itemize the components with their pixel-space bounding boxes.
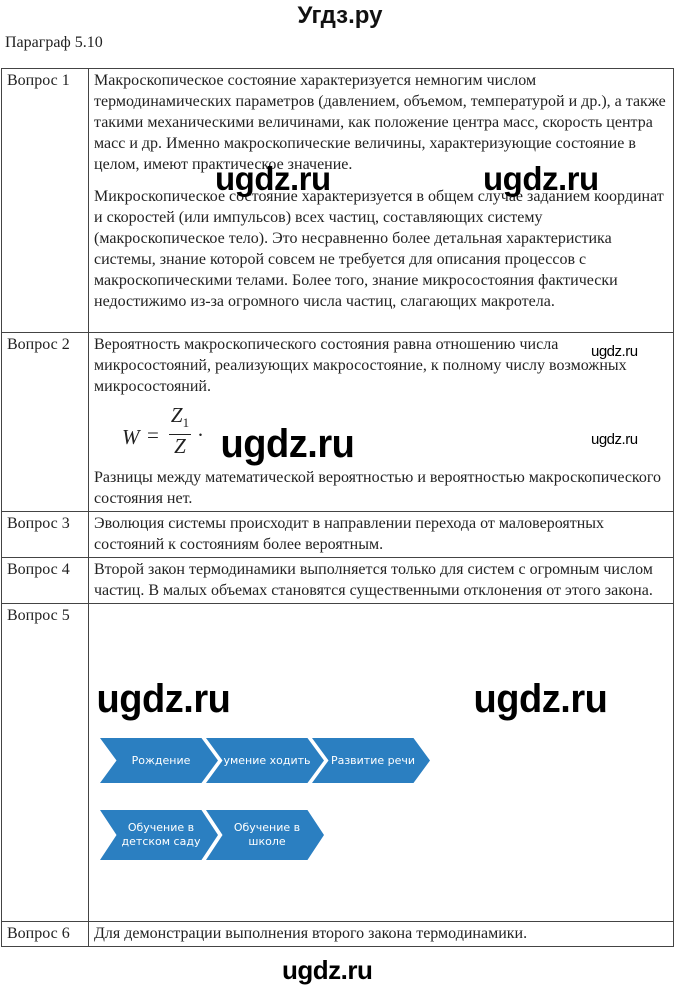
table-row: Вопрос 5 Рождение умение ходить Развитие… (1, 603, 674, 922)
formula-equals: = (147, 423, 159, 447)
watermark: ugdz.ru (473, 677, 608, 721)
diagram-step: умение ходить (206, 738, 324, 783)
question-label: Вопрос 6 (1, 921, 89, 947)
watermark: ugdz.ru (96, 677, 231, 721)
formula-dot: · (197, 423, 204, 447)
numerator-symbol: Z (170, 403, 183, 427)
step-label: Обучение в школе (233, 821, 301, 848)
answer-cell: Второй закон термодинамики выполняется т… (88, 557, 674, 604)
table-row: Вопрос 4 Второй закон термодинамики выпо… (1, 557, 674, 604)
diagram-step: Обучение в школе (206, 810, 324, 860)
table-row: Вопрос 3 Эволюция системы происходит в н… (1, 511, 674, 558)
step-label: Обучение в детском саду (121, 821, 201, 848)
formula-lhs: W (122, 425, 140, 449)
answer-cell: Рождение умение ходить Развитие речи Обу… (88, 603, 674, 922)
answer-paragraph: Эволюция системы происходит в направлени… (94, 515, 605, 553)
watermark: ugdz.ru (215, 160, 331, 197)
step-label: умение ходить (223, 753, 311, 767)
step-label: Рождение (131, 753, 191, 767)
step-label: Развитие речи (330, 753, 416, 767)
answer-cell: Эволюция системы происходит в направлени… (88, 511, 674, 558)
question-label: Вопрос 5 (1, 603, 89, 922)
answer-paragraph: Для демонстрации выполнения второго зако… (94, 925, 528, 942)
qa-table: Вопрос 1 Макроскопическое состояние хара… (1, 68, 674, 947)
site-title: Угдз.ру (297, 2, 383, 29)
probability-formula: W = Z1 Z · (94, 401, 668, 467)
watermark: ugdz.ru (483, 160, 599, 197)
table-row: Вопрос 2 Вероятность макроскопического с… (1, 332, 674, 512)
diagram-step: Рождение (100, 738, 218, 783)
answer-paragraph: Разницы между математической вероятность… (94, 469, 662, 507)
watermark: ugdz.ru (591, 431, 638, 448)
section-title: Параграф 5.10 (5, 34, 103, 51)
watermark-footer: ugdz.ru (282, 955, 373, 985)
diagram-step: Обучение в детском саду (100, 810, 218, 860)
answer-cell: Для демонстрации выполнения второго зако… (88, 921, 674, 947)
answer-cell: Вероятность макроскопического состояния … (88, 332, 674, 512)
diagram-step: Развитие речи (312, 738, 430, 783)
watermark: ugdz.ru (220, 422, 355, 466)
answer-paragraph: Второй закон термодинамики выполняется т… (94, 561, 653, 599)
formula-fraction: Z1 Z (169, 405, 191, 457)
answer-paragraph: Вероятность макроскопического состояния … (94, 336, 627, 395)
question-label: Вопрос 3 (1, 511, 89, 558)
answer-cell: Макроскопическое состояние характеризует… (88, 68, 674, 333)
formula-numerator: Z1 (169, 403, 191, 436)
watermark: ugdz.ru (591, 343, 638, 360)
answer-paragraph: Микроскопическое состояние характеризует… (94, 188, 664, 310)
answer-paragraph: Макроскопическое состояние характеризует… (94, 72, 666, 173)
formula-denominator: Z (174, 434, 186, 459)
table-row: Вопрос 1 Макроскопическое состояние хара… (1, 68, 674, 333)
question-label: Вопрос 2 (1, 332, 89, 512)
question-label: Вопрос 1 (1, 68, 89, 333)
question-label: Вопрос 4 (1, 557, 89, 604)
table-row: Вопрос 6 Для демонстрации выполнения вто… (1, 921, 674, 947)
numerator-subscript: 1 (182, 415, 190, 431)
life-stages-diagram: Рождение умение ходить Развитие речи Обу… (94, 605, 668, 919)
